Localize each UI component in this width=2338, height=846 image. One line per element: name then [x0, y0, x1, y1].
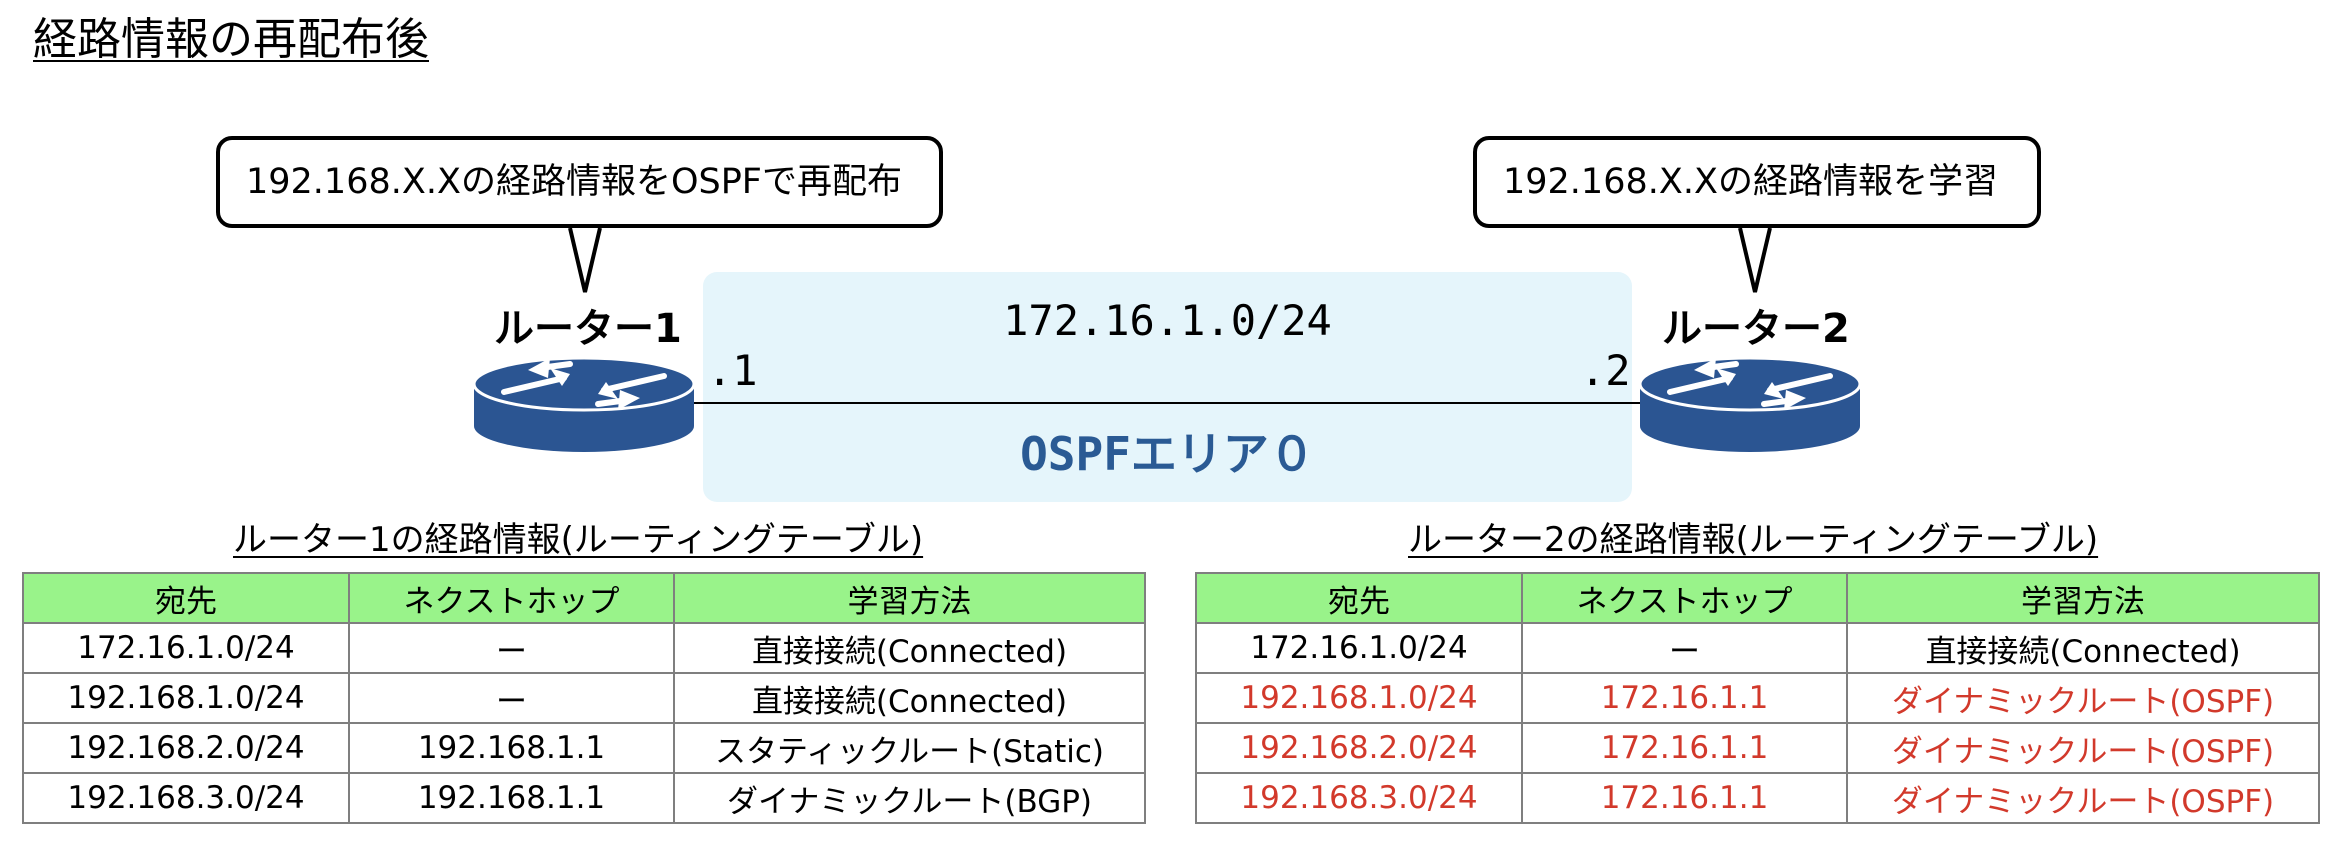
column-header-learning-method: 学習方法 [1846, 572, 2320, 624]
destination-cell: 172.16.1.0/24 [1195, 622, 1523, 674]
learning-method-cell: 直接接続(Connected) [673, 622, 1146, 674]
router1-icon [472, 356, 696, 452]
page-title: 経路情報の再配布後 [33, 14, 429, 65]
column-header-next-hop: ネクストホップ [348, 572, 675, 624]
next-hop-cell: 192.168.1.1 [348, 772, 675, 824]
subnet-label: 172.16.1.0/24 [1003, 296, 1332, 345]
table-row: 172.16.1.0/24 ー 直接接続(Connected) [1195, 622, 2320, 674]
table-row: 192.168.2.0/24 192.168.1.1 スタティックルート(Sta… [22, 722, 1146, 774]
next-hop-cell: 172.16.1.1 [1521, 722, 1848, 774]
router1-table-caption: ルーター1の経路情報(ルーティングテーブル) [233, 520, 924, 560]
router1-name: ルーター1 [494, 306, 682, 352]
callout-tail-router1 [568, 226, 602, 293]
destination-cell: 192.168.3.0/24 [1195, 772, 1523, 824]
column-header-destination: 宛先 [22, 572, 350, 624]
learning-method-cell: ダイナミックルート(OSPF) [1846, 672, 2320, 724]
router2-ip-label: .2 [1580, 346, 1631, 395]
next-hop-cell: ー [348, 672, 675, 724]
destination-cell: 192.168.2.0/24 [1195, 722, 1523, 774]
callout-router1: 192.168.X.Xの経路情報をOSPFで再配布 [216, 136, 943, 228]
destination-cell: 192.168.1.0/24 [1195, 672, 1523, 724]
callout-tail-router2 [1738, 226, 1772, 293]
table-header-row: 宛先 ネクストホップ 学習方法 [1195, 572, 2320, 624]
destination-cell: 192.168.1.0/24 [22, 672, 350, 724]
router1-ip-label: .1 [707, 346, 758, 395]
learning-method-cell: スタティックルート(Static) [673, 722, 1146, 774]
column-header-next-hop: ネクストホップ [1521, 572, 1848, 624]
router1-routing-table: 宛先 ネクストホップ 学習方法 172.16.1.0/24 ー 直接接続(Con… [22, 572, 1146, 824]
router2-routing-table: 宛先 ネクストホップ 学習方法 172.16.1.0/24 ー 直接接続(Con… [1195, 572, 2320, 824]
table-row-redistributed: 192.168.1.0/24 172.16.1.1 ダイナミックルート(OSPF… [1195, 672, 2320, 724]
learning-method-cell: 直接接続(Connected) [1846, 622, 2320, 674]
learning-method-cell: ダイナミックルート(OSPF) [1846, 772, 2320, 824]
column-header-learning-method: 学習方法 [673, 572, 1146, 624]
ospf-area-box [703, 272, 1632, 502]
next-hop-cell: ー [1521, 622, 1848, 674]
column-header-destination: 宛先 [1195, 572, 1523, 624]
table-row: 192.168.3.0/24 192.168.1.1 ダイナミックルート(BGP… [22, 772, 1146, 824]
learning-method-cell: ダイナミックルート(OSPF) [1846, 722, 2320, 774]
table-row: 192.168.1.0/24 ー 直接接続(Connected) [22, 672, 1146, 724]
destination-cell: 172.16.1.0/24 [22, 622, 350, 674]
destination-cell: 192.168.3.0/24 [22, 772, 350, 824]
router2-table-caption: ルーター2の経路情報(ルーティングテーブル) [1408, 520, 2099, 560]
learning-method-cell: 直接接続(Connected) [673, 672, 1146, 724]
router2-name: ルーター2 [1662, 306, 1850, 352]
learning-method-cell: ダイナミックルート(BGP) [673, 772, 1146, 824]
router2-icon [1638, 356, 1862, 452]
table-row-redistributed: 192.168.3.0/24 172.16.1.1 ダイナミックルート(OSPF… [1195, 772, 2320, 824]
next-hop-cell: 192.168.1.1 [348, 722, 675, 774]
ospf-area-label: OSPFエリア０ [1020, 427, 1315, 481]
callout-router2: 192.168.X.Xの経路情報を学習 [1473, 136, 2041, 228]
table-header-row: 宛先 ネクストホップ 学習方法 [22, 572, 1146, 624]
next-hop-cell: 172.16.1.1 [1521, 772, 1848, 824]
next-hop-cell: ー [348, 622, 675, 674]
destination-cell: 192.168.2.0/24 [22, 722, 350, 774]
next-hop-cell: 172.16.1.1 [1521, 672, 1848, 724]
table-row-redistributed: 192.168.2.0/24 172.16.1.1 ダイナミックルート(OSPF… [1195, 722, 2320, 774]
table-row: 172.16.1.0/24 ー 直接接続(Connected) [22, 622, 1146, 674]
